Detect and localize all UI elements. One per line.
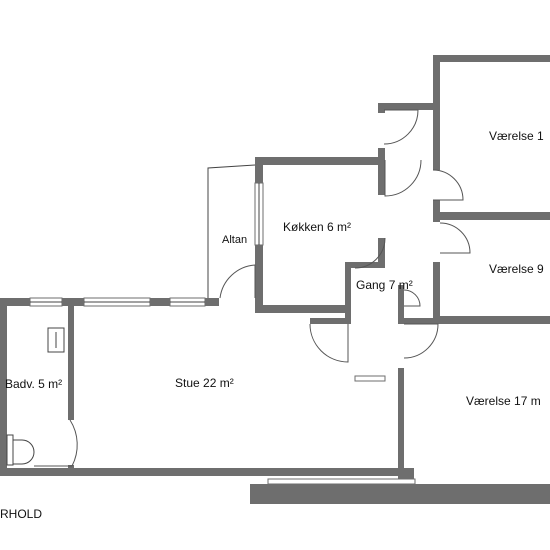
door-swing (384, 159, 422, 197)
door-swing (403, 289, 421, 307)
window (267, 478, 416, 485)
room-label-badv: Badv. 5 m² (5, 377, 62, 391)
wall-bottom (0, 468, 398, 476)
room-label-gang: Gang 7 m² (356, 278, 413, 292)
wall-kitchen-right (378, 157, 385, 195)
window (354, 375, 386, 382)
room-label-stue: Stue 22 m² (175, 376, 234, 390)
door-swing (383, 109, 419, 145)
door-swing (439, 222, 471, 254)
door-swing (309, 323, 349, 363)
toilet-tank (6, 434, 14, 466)
wall-top-right (433, 55, 550, 62)
room-label-kokken: Køkken 6 m² (283, 220, 351, 234)
room-label-vaerelse-top: Værelse 1 (489, 129, 544, 143)
wall-badv (68, 306, 74, 420)
wall-gang-right (398, 285, 404, 323)
wall-kitchen-bottom (255, 305, 345, 313)
room-label-altan: Altan (222, 234, 247, 246)
balcony-outline (207, 164, 256, 298)
door-swing (403, 323, 439, 359)
door-swing (354, 237, 386, 269)
wall-top-left (0, 298, 30, 306)
door-swing (219, 264, 256, 299)
bathroom-fixtures (6, 327, 65, 466)
wall-vaerelse-left (433, 55, 440, 170)
walls (0, 55, 550, 504)
footer-label: RHOLD (0, 507, 42, 521)
windows (29, 182, 416, 485)
doors (34, 109, 471, 467)
sink (47, 327, 65, 353)
toilet-icon (13, 439, 35, 465)
room-label-vaerelse-mid: Værelse 9 (489, 262, 544, 276)
wall-kitchen-top (255, 157, 383, 165)
door-swing (432, 169, 464, 201)
wall-left (0, 298, 7, 475)
door-swing (69, 419, 78, 467)
room-label-vaerelse-bottom: Værelse 17 m (466, 394, 541, 408)
